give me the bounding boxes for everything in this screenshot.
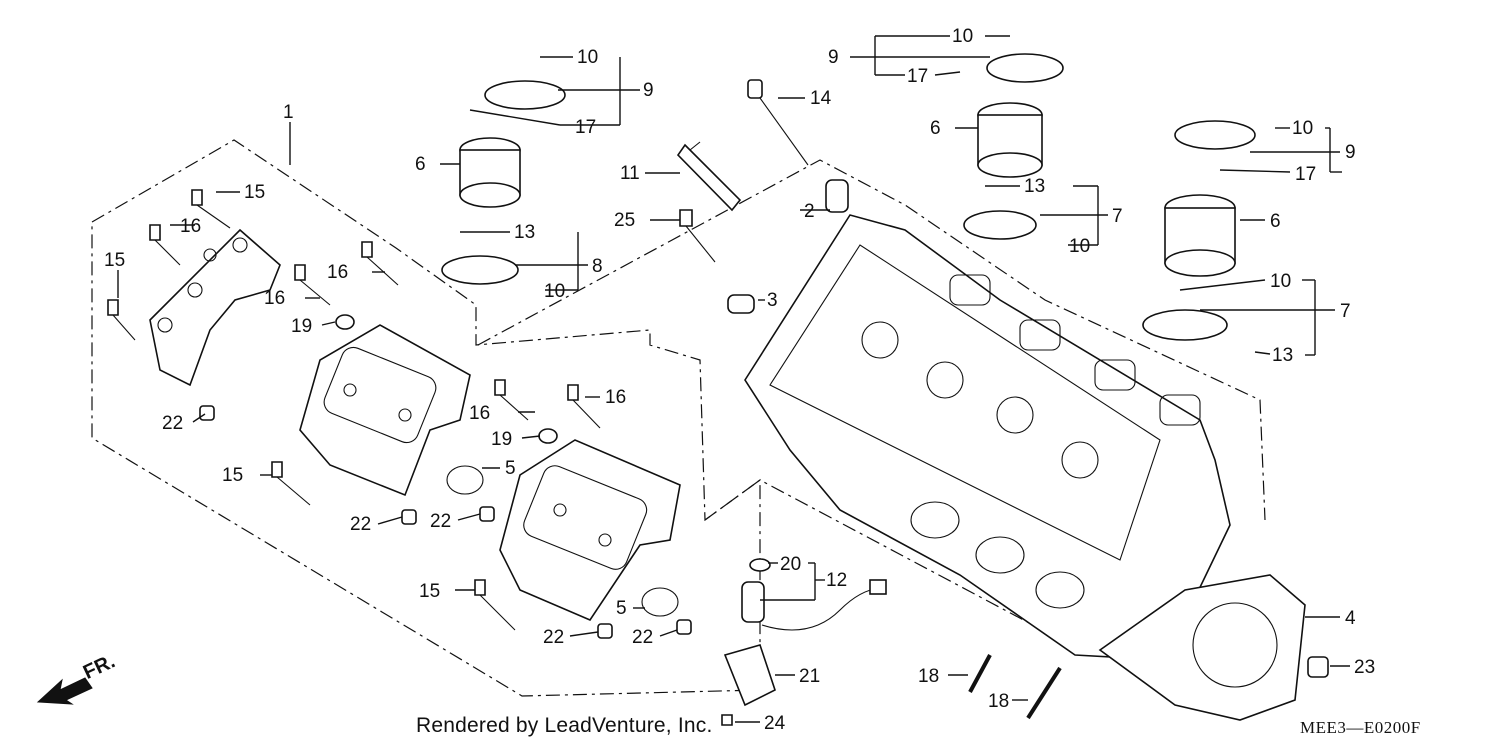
callout-6-middle: 6 bbox=[930, 118, 941, 139]
callout-10-d: 10 bbox=[544, 281, 565, 302]
callout-16-d: 16 bbox=[469, 403, 490, 424]
callout-19-a: 19 bbox=[291, 316, 312, 337]
front-direction-arrow-icon bbox=[36, 677, 93, 705]
o-ring-upper bbox=[446, 465, 484, 495]
intake-insulators bbox=[459, 102, 1236, 277]
callout-16-a: 16 bbox=[180, 216, 201, 237]
callout-10-c: 10 bbox=[1292, 118, 1313, 139]
callout-9-middle: 9 bbox=[828, 47, 839, 68]
callout-22-a: 22 bbox=[162, 413, 183, 434]
callout-22-d: 22 bbox=[543, 627, 564, 648]
callout-5-lower: 5 bbox=[616, 598, 627, 619]
callout-10-a: 10 bbox=[577, 47, 598, 68]
callout-23: 23 bbox=[1354, 657, 1375, 678]
callout-21: 21 bbox=[799, 666, 820, 687]
callout-5-upper: 5 bbox=[505, 458, 516, 479]
callout-6-right: 6 bbox=[1270, 211, 1281, 232]
head-gasket bbox=[1098, 574, 1306, 721]
washer-19-lower bbox=[538, 428, 558, 444]
callout-22-e: 22 bbox=[632, 627, 653, 648]
spark-plug bbox=[676, 141, 742, 212]
stud-18-a bbox=[968, 654, 992, 693]
callout-9-left: 9 bbox=[643, 80, 654, 101]
callout-2: 2 bbox=[804, 201, 815, 222]
callout-3: 3 bbox=[767, 290, 778, 311]
callout-9-right: 9 bbox=[1345, 142, 1356, 163]
head-cover-front bbox=[299, 324, 471, 497]
callout-8: 8 bbox=[592, 256, 603, 277]
stud-18-b bbox=[1026, 666, 1062, 720]
callout-16-b: 16 bbox=[327, 262, 348, 283]
group-outline-left-covers bbox=[91, 139, 761, 697]
cam-holder-upper bbox=[149, 228, 281, 387]
cylinder-head bbox=[744, 214, 1231, 661]
callout-17-a: 17 bbox=[575, 117, 596, 138]
diagram-code: MEE3—E0200F bbox=[1300, 718, 1421, 737]
washer-19-upper bbox=[335, 314, 355, 330]
group-outline-head bbox=[704, 479, 1081, 651]
callout-10-e: 10 bbox=[1069, 236, 1090, 257]
dowel-pins bbox=[199, 405, 692, 639]
callout-24: 24 bbox=[764, 713, 786, 734]
callout-16-e: 16 bbox=[605, 387, 626, 408]
callout-labels: 1 2 3 4 5 5 6 6 6 7 7 8 9 9 9 10 10 10 1… bbox=[104, 26, 1375, 734]
callout-15-d: 15 bbox=[419, 581, 440, 602]
callout-6-left: 6 bbox=[415, 154, 426, 175]
callout-22-b: 22 bbox=[350, 514, 371, 535]
collar-3 bbox=[727, 294, 755, 314]
callout-13-b: 13 bbox=[1024, 176, 1045, 197]
callout-20: 20 bbox=[780, 554, 801, 575]
collar-2 bbox=[825, 179, 849, 213]
callout-17-c: 17 bbox=[1295, 164, 1316, 185]
callout-18-a: 18 bbox=[918, 666, 939, 687]
hose-clamps bbox=[441, 53, 1256, 341]
callout-10-b: 10 bbox=[952, 26, 973, 47]
callout-13-c: 13 bbox=[1272, 345, 1293, 366]
callout-15-c: 15 bbox=[222, 465, 243, 486]
o-ring-lower bbox=[641, 587, 679, 617]
callout-17-b: 17 bbox=[907, 66, 928, 87]
callout-7-upper: 7 bbox=[1112, 206, 1123, 227]
callout-4: 4 bbox=[1345, 608, 1356, 629]
head-cover-rear bbox=[499, 439, 681, 621]
callout-16-c: 16 bbox=[264, 288, 285, 309]
callout-15-a: 15 bbox=[244, 182, 265, 203]
callout-19-b: 19 bbox=[491, 429, 512, 450]
collar-23 bbox=[1307, 656, 1329, 678]
leader-lines bbox=[117, 35, 1350, 723]
callout-10-f: 10 bbox=[1270, 271, 1291, 292]
callout-12: 12 bbox=[826, 570, 847, 591]
stud-14 bbox=[747, 79, 809, 166]
callout-18-b: 18 bbox=[988, 691, 1009, 712]
callout-25: 25 bbox=[614, 210, 635, 231]
render-credit: Rendered by LeadVenture, Inc. bbox=[416, 714, 713, 737]
callout-15-b: 15 bbox=[104, 250, 125, 271]
callout-13-a: 13 bbox=[514, 222, 535, 243]
callout-7-lower: 7 bbox=[1340, 301, 1351, 322]
group-outline-intake bbox=[477, 159, 1266, 521]
callout-1: 1 bbox=[283, 102, 294, 123]
sensor-assembly bbox=[721, 558, 887, 726]
callout-14: 14 bbox=[810, 88, 832, 109]
callout-22-c: 22 bbox=[430, 511, 451, 532]
callout-11: 11 bbox=[620, 163, 640, 184]
